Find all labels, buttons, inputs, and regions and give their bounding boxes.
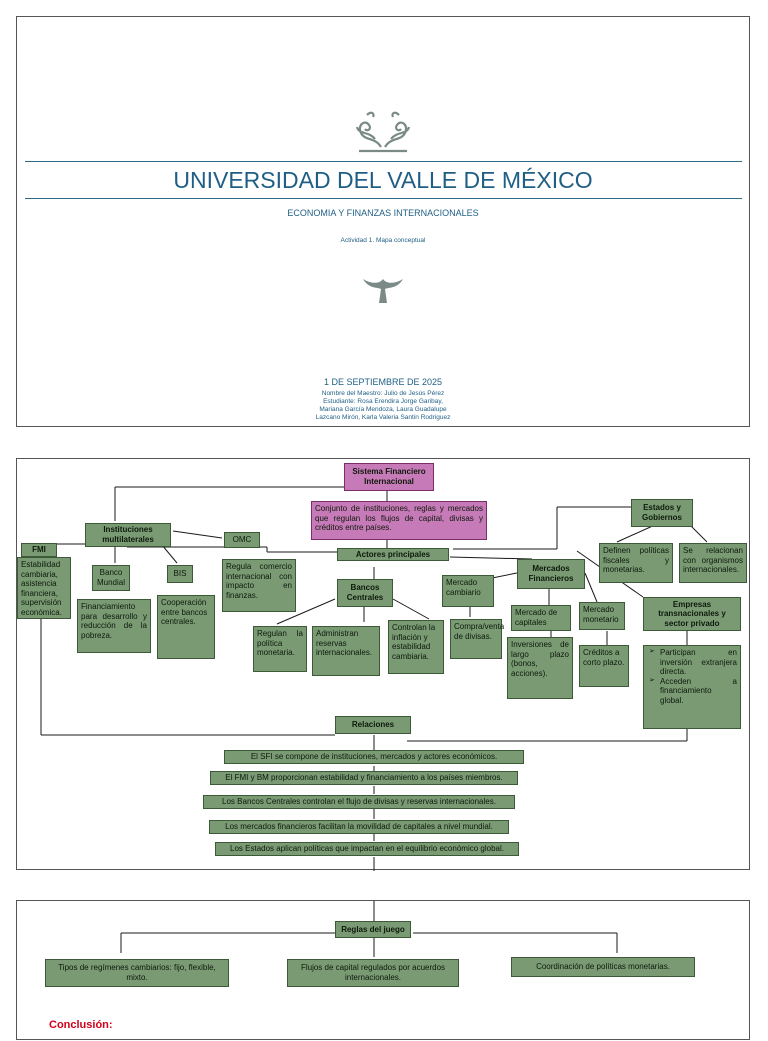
node-m-monetario: Mercado monetario <box>579 602 625 630</box>
connector-lines <box>40 486 708 871</box>
empresas-item-2: Acceden a financiamiento global. <box>649 677 737 706</box>
node-bc-2: Administran reservas internacionales. <box>312 626 380 676</box>
node-reglas: Reglas del juego <box>335 921 411 938</box>
node-bancos-centrales: Bancos Centrales <box>337 579 393 607</box>
node-bm-desc: Financiamiento para desarrollo y reducci… <box>77 599 151 653</box>
node-fmi-desc: Estabilidad cambiaria, asistencia financ… <box>17 557 71 619</box>
node-empresas: Empresas transnacionales y sector privad… <box>643 597 741 631</box>
empresas-item-1: Participan en inversión extranjera direc… <box>649 648 737 677</box>
node-omc-desc: Regula comercio internacional con impact… <box>222 559 296 612</box>
node-relaciones: Relaciones <box>335 716 411 734</box>
cover-slide: UNIVERSIDAD DEL VALLE DE MÉXICO ECONOMIA… <box>16 16 750 427</box>
node-actores: Actores principales <box>337 548 449 561</box>
course-name: ECONOMIA Y FINANZAS INTERNACIONALES <box>287 208 479 218</box>
node-rel-3: Los Bancos Centrales controlan el flujo … <box>203 795 515 809</box>
ornament-small-icon <box>363 279 403 303</box>
node-rel-2: El FMI y BM proporcionan estabilidad y f… <box>210 771 518 785</box>
teacher-name: Nombre del Maestro: Julio de Jesús Pérez <box>321 390 445 397</box>
node-empresas-desc: Participan en inversión extranjera direc… <box>643 645 741 729</box>
node-fmi: FMI <box>21 543 57 557</box>
conclusion-heading: Conclusión: <box>49 1019 113 1031</box>
node-m-capitales: Mercado de capitales <box>511 605 571 631</box>
students-line-1: Estudiante: Rosa Erendira Jorge Garibay, <box>323 398 443 405</box>
node-m-cambiario: Mercado cambiario <box>442 575 494 607</box>
node-m-capitales-desc: Inversiones de largo plazo (bonos, accio… <box>507 637 573 699</box>
node-estados: Estados y Gobiernos <box>631 499 693 527</box>
node-rel-1: El SFI se compone de instituciones, merc… <box>224 750 524 764</box>
node-rel-4: Los mercados financieros facilitan la mo… <box>209 820 509 834</box>
node-estados-1: Definen políticas fiscales y monetarias. <box>599 543 673 583</box>
node-root-desc: Conjunto de instituciones, reglas y merc… <box>311 501 487 540</box>
node-bis-desc: Cooperación entre bancos centrales. <box>157 595 215 659</box>
rules-connectors <box>120 901 618 957</box>
node-m-monetario-desc: Créditos a corto plazo. <box>579 645 629 687</box>
node-rule-3: Coordinación de políticas monetarias. <box>511 957 695 977</box>
node-m-cambiario-desc: Compra/venta de divisas. <box>450 619 504 659</box>
node-banco-mundial: Banco Mundial <box>92 565 130 591</box>
date: 1 DE SEPTIEMBRE DE 2025 <box>323 377 443 387</box>
students-line-3: Lazcano Mirón, Karla Valeria Santin Rodr… <box>315 414 451 421</box>
node-bc-1: Regulan la política monetaria. <box>253 626 307 672</box>
node-estados-2: Se relacionan con organismos internacion… <box>679 543 747 583</box>
node-bis: BIS <box>167 565 193 583</box>
university-title: UNIVERSIDAD DEL VALLE DE MÉXICO <box>173 167 593 193</box>
node-bc-3: Controlan la inflación y estabilidad cam… <box>388 620 444 674</box>
node-rel-5: Los Estados aplican políticas que impact… <box>215 842 519 856</box>
concept-map-slide: Sistema Financiero Internacional Conjunt… <box>16 458 750 871</box>
node-mercados: Mercados Financieros <box>517 559 585 589</box>
node-omc: OMC <box>224 532 260 548</box>
activity-name: Actividad 1. Mapa conceptual <box>340 237 426 244</box>
node-root: Sistema Financiero Internacional <box>344 463 434 491</box>
ornament-flourish-icon <box>355 111 411 153</box>
rules-slide: Reglas del juego Tipos de regímenes camb… <box>16 900 750 1040</box>
node-rule-2: Flujos de capital regulados por acuerdos… <box>287 959 459 987</box>
node-instituciones: Instituciones multilaterales <box>85 523 171 547</box>
node-rule-1: Tipos de regímenes cambiarios: fijo, fle… <box>45 959 229 987</box>
students-line-2: Mariana García Mendoza, Laura Guadalupe <box>319 406 447 413</box>
